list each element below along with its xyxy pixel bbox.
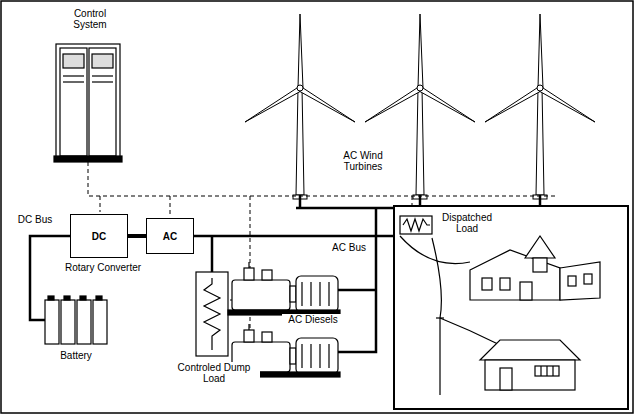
part-label: Control System bbox=[58, 8, 122, 30]
box-label: AC bbox=[163, 231, 177, 242]
shaft-connector bbox=[128, 234, 146, 238]
box-label: DC bbox=[92, 231, 106, 242]
part-label: Rotary Converter bbox=[62, 262, 144, 273]
part-label: Controled Dump Load bbox=[168, 362, 260, 384]
part-label: Battery bbox=[40, 350, 112, 361]
part-label: AC Wind Turbines bbox=[322, 150, 404, 172]
converter-box: AC bbox=[146, 218, 194, 254]
part-label: Dispatched Load bbox=[436, 212, 498, 234]
converter-box: DC bbox=[70, 214, 128, 258]
part-label: DC Bus bbox=[8, 214, 62, 225]
part-label: AC Bus bbox=[328, 242, 370, 253]
part-label: AC Diesels bbox=[282, 314, 344, 325]
